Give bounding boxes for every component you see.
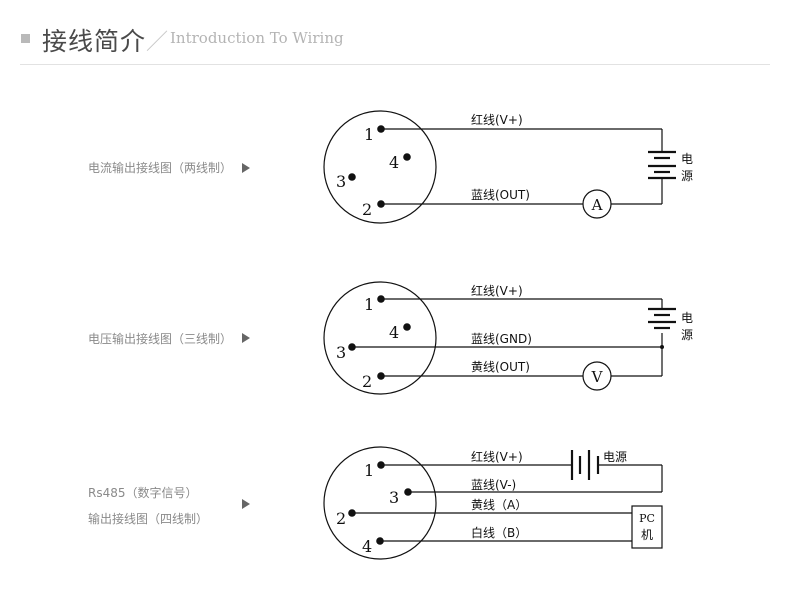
power-source-label: 电源 <box>603 450 627 464</box>
connector-circle <box>323 281 437 395</box>
power-source-label: 源 <box>681 169 693 183</box>
section-label-rs485-line2: 输出接线图（四线制） <box>88 512 209 526</box>
section-label-rs485-line1: Rs485（数字信号） <box>88 486 198 500</box>
pin-number: 1 <box>364 295 374 314</box>
voltmeter-circle <box>582 361 612 391</box>
wire-label: 红线(V+) <box>471 283 523 298</box>
page-header: 接线简介 ／ Introduction To Wiring <box>0 0 790 66</box>
wire-label: 黄线（A） <box>471 498 527 512</box>
power-source-label: 电 <box>681 311 693 325</box>
pin-number: 4 <box>389 153 399 172</box>
power-source-label: 源 <box>681 328 693 342</box>
pin-number: 1 <box>364 461 374 480</box>
pin-number: 3 <box>336 343 346 362</box>
pc-box <box>631 505 663 549</box>
ammeter-circle <box>582 189 612 219</box>
connector-circle <box>323 110 437 224</box>
pc-label: PC <box>639 512 655 525</box>
pin-number: 2 <box>362 372 372 391</box>
pin-number: 4 <box>362 537 372 556</box>
arrow-right-icon <box>242 163 250 173</box>
page-title: 接线简介 <box>42 27 147 56</box>
power-source-label: 电 <box>681 152 693 166</box>
pin-number: 3 <box>389 488 399 507</box>
connector-circle <box>323 446 437 560</box>
header-divider <box>20 64 770 65</box>
pin-number: 4 <box>389 323 399 342</box>
wire-label: 蓝线(GND) <box>471 332 532 346</box>
pc-label: 机 <box>641 528 653 542</box>
arrow-right-icon <box>242 499 250 509</box>
pin-number: 2 <box>362 200 372 219</box>
wire-label: 蓝线(OUT) <box>471 188 530 202</box>
wire-label: 蓝线(V-) <box>471 478 516 492</box>
section-label-voltage: 电压输出接线图（三线制） <box>88 332 233 346</box>
pin-number: 1 <box>364 125 374 144</box>
section-label-current: 电流输出接线图（两线制） <box>88 161 233 175</box>
wire-label: 红线(V+) <box>471 449 523 464</box>
pin-number: 2 <box>336 509 346 528</box>
wire-label: 白线（B） <box>471 525 527 540</box>
wire-label: 黄线(OUT) <box>471 360 530 374</box>
wire-label: 红线(V+) <box>471 112 523 127</box>
voltmeter-label: V <box>591 368 604 386</box>
title-separator: ／ <box>146 30 169 55</box>
page-subtitle: Introduction To Wiring <box>170 29 344 47</box>
pin-number: 3 <box>336 172 346 191</box>
arrow-right-icon <box>242 333 250 343</box>
ammeter-label: A <box>591 196 603 214</box>
header-square-icon <box>21 34 30 43</box>
